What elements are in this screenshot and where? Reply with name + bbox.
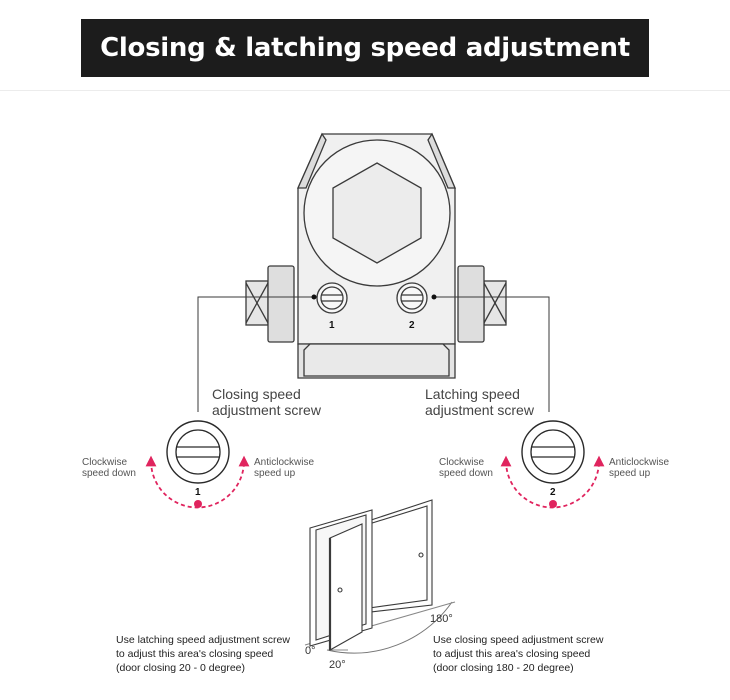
angle-0-label: 0°	[305, 645, 316, 657]
screw-1-clockwise-label: Clockwise speed down	[82, 457, 136, 479]
door-icon	[304, 499, 456, 654]
title-banner: Closing & latching speed adjustment	[81, 19, 649, 77]
rotation-arrow-icon	[145, 455, 250, 509]
divider	[0, 90, 730, 91]
door-closer-valve-icon	[245, 132, 507, 379]
screw-2-detail-number: 2	[550, 487, 556, 498]
screw-2-pointer-dot	[431, 294, 437, 300]
slotted-screw-icon	[521, 420, 585, 484]
page-title: Closing & latching speed adjustment	[100, 33, 630, 63]
slotted-screw-icon	[166, 420, 230, 484]
latching-screw-label: Latching speed adjustment screw	[425, 386, 534, 418]
screw-2-clockwise-label: Clockwise speed down	[439, 457, 493, 479]
closing-screw-label: Closing speed adjustment screw	[212, 386, 321, 418]
closing-area-note: Use closing speed adjustment screw to ad…	[433, 634, 604, 674]
screw-2-anticlockwise-label: Anticlockwise speed up	[609, 457, 670, 479]
leader-lines	[197, 296, 550, 412]
angle-180-label: 180°	[430, 613, 453, 625]
screw-1-number: 1	[329, 320, 335, 331]
screw-1-anticlockwise-label: Anticlockwise speed up	[254, 457, 315, 479]
latching-area-note: Use latching speed adjustment screw to a…	[116, 634, 290, 674]
angle-20-label: 20°	[329, 659, 346, 671]
rotation-arrow-icon	[500, 455, 605, 509]
screw-2-number: 2	[409, 320, 415, 331]
screw-1-pointer-dot	[311, 294, 317, 300]
screw-1-detail-number: 1	[195, 487, 201, 498]
